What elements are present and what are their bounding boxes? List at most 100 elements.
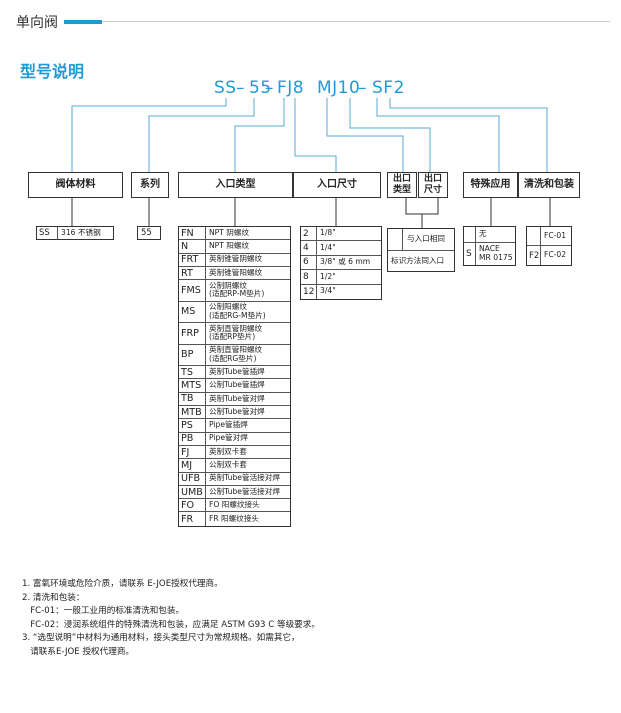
page-header-title: 单向阀 [16, 15, 58, 31]
inlet-type-desc: 公制阴螺纹 (适配RP-M垫片) [209, 280, 265, 299]
header-series: 系列 [131, 172, 169, 198]
inlet-type-desc: 公制Tube管插焊 [209, 380, 265, 390]
inlet-type-code: RT [179, 266, 206, 280]
inlet-type-code: MTS [179, 379, 206, 392]
inlet-type-code: UFB [179, 472, 206, 485]
outlet-table: 与入口相同 标识方法同入口 [387, 228, 455, 272]
inlet-type-code: FN [179, 227, 206, 240]
inlet-type-desc: 公制双卡套 [209, 460, 247, 470]
section-title: 型号说明 [20, 62, 85, 81]
inlet-type-desc: 公制Tube管对焊 [209, 406, 265, 416]
inlet-type-code: FMS [179, 280, 206, 301]
inlet-size-desc: 1/4" [320, 242, 336, 252]
special-option-desc: 无 [479, 229, 487, 239]
inlet-type-desc: 英制双卡套 [209, 446, 247, 456]
inlet-type-desc: NPT 阳螺纹 [209, 241, 250, 251]
inlet-type-desc: FO 阳螺纹接头 [209, 499, 260, 509]
inlet-type-desc: Pipe管对焊 [209, 433, 248, 443]
code-dash-2: – [265, 78, 274, 98]
cleaning-option-desc: FC-01 [544, 230, 567, 240]
special-option-code: S [464, 243, 476, 265]
outlet-blank-cell [388, 229, 403, 250]
material-desc: 316 不锈钢 [61, 227, 101, 237]
code-55: 55 [249, 78, 272, 98]
inlet-type-code: PS [179, 419, 206, 432]
inlet-type-code: PB [179, 432, 206, 445]
header-outlet-size: 出口 尺寸 [418, 172, 448, 198]
special-option-desc: NACE MR 0175 [479, 244, 513, 262]
inlet-type-code: TB [179, 392, 206, 406]
header-special-application: 特殊应用 [463, 172, 518, 198]
inlet-type-desc: 英制Tube管对焊 [209, 393, 265, 403]
inlet-type-desc: 英制锥管阴螺纹 [209, 254, 263, 264]
header-inlet-size: 入口尺寸 [293, 172, 381, 198]
inlet-type-desc: FR 阳螺纹接头 [209, 513, 260, 523]
note-line: 请联系E-JOE 授权代理商。 [22, 646, 135, 657]
header-inlet-type: 入口类型 [178, 172, 293, 198]
cleaning-option-code [527, 227, 541, 245]
notes: 1. 富氧环境或危险介质，请联系 E-JOE授权代理商。2. 清洗和包装： FC… [22, 578, 320, 660]
inlet-type-code: TS [179, 366, 206, 379]
cleaning-option-desc: FC-02 [544, 250, 567, 260]
inlet-size-desc: 1/2" [320, 271, 336, 281]
inlet-size-code: 2 [301, 227, 317, 241]
inlet-type-code: FJ [179, 445, 206, 459]
code-mj10: MJ10 [317, 78, 361, 98]
code-sf2: SF2 [372, 78, 405, 98]
inlet-type-desc: NPT 阴螺纹 [209, 227, 250, 237]
note-line: FC-01：一般工业用的标准清洗和包装。 [22, 606, 185, 617]
note-line: 2. 清洗和包装： [22, 592, 85, 603]
header-outlet-type: 出口 类型 [387, 172, 417, 198]
outlet-same: 与入口相同 [407, 234, 445, 244]
inlet-type-code: MS [179, 301, 206, 323]
series-value: 55 [137, 226, 161, 240]
code-ss: SS [214, 78, 237, 98]
inlet-type-code: N [179, 240, 206, 253]
inlet-type-desc: 英制直管阴螺纹 (适配RP垫片) [209, 323, 263, 342]
inlet-type-desc: 英制锥管阳螺纹 [209, 267, 263, 277]
code-dash-3: – [358, 78, 367, 98]
inlet-type-desc: Pipe管插焊 [209, 420, 248, 430]
inlet-size-desc: 3/4" [320, 286, 336, 296]
header-divider [102, 21, 610, 22]
inlet-type-code: FO [179, 499, 206, 512]
special-option-code [464, 227, 476, 242]
special-option-row: 无 [464, 227, 515, 243]
outlet-method: 标识方法同入口 [391, 255, 445, 265]
code-fj8: FJ8 [277, 78, 305, 98]
inlet-size-code: 4 [301, 241, 317, 255]
note-line: FC-02：浸润系统组件的特殊清洗和包装，应满足 ASTM G93 C 等级要求… [22, 619, 320, 630]
inlet-size-code: 6 [301, 255, 317, 270]
inlet-type-desc: 英制Tube管插焊 [209, 366, 265, 376]
inlet-type-code: FR [179, 512, 206, 526]
inlet-type-code: BP [179, 344, 206, 366]
inlet-type-desc: 公制阳螺纹 (适配RG-M垫片) [209, 302, 266, 320]
inlet-size-code: 12 [301, 284, 317, 299]
